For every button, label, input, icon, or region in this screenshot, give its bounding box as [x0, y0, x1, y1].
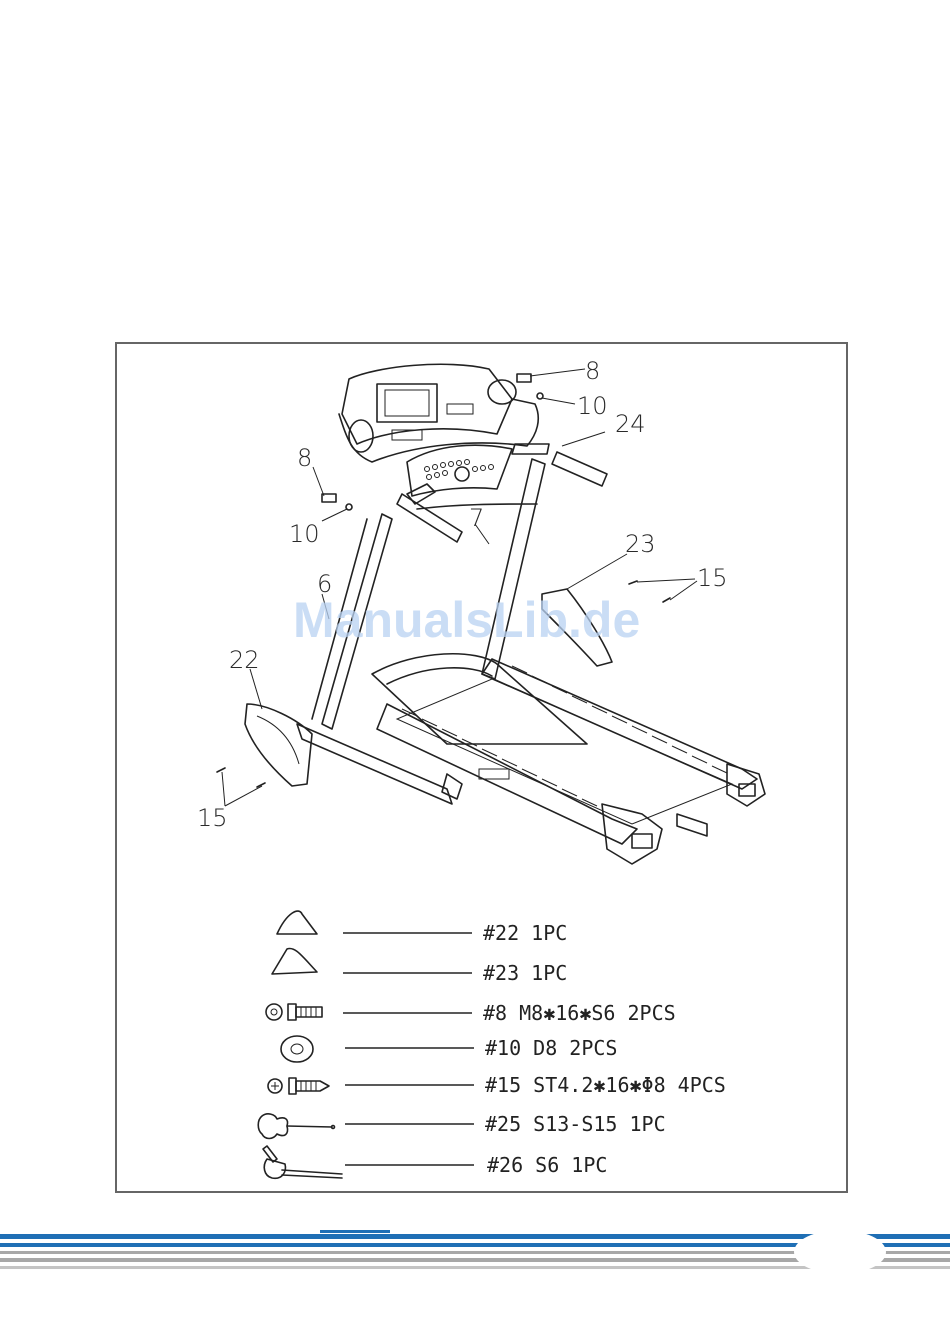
parts-list: #22 1PC #23 1PC #8 M8✱16✱S6 2PCS	[258, 911, 726, 1178]
callout-15-left: 15	[197, 804, 228, 832]
callout-8-right: 8	[585, 357, 600, 385]
page-number-badge	[794, 1230, 886, 1274]
parts-list-item: #26 S6 1PC	[263, 1146, 607, 1178]
washer-icon	[281, 1036, 313, 1062]
callout-7: 7	[469, 504, 484, 532]
callout-24: 24	[615, 410, 646, 438]
part-22-label: #22 1PC	[483, 921, 567, 945]
watermark: ManualsLib.de	[293, 592, 640, 648]
deck-drawing	[297, 654, 765, 864]
diagram-frame: 8 10 24 8 10 7 23 15 6 22 15 ManualsLib.…	[115, 342, 848, 1193]
exploded-assembly-diagram: 8 10 24 8 10 7 23 15 6 22 15 ManualsLib.…	[117, 344, 846, 1191]
part-23-label: #23 1PC	[483, 961, 567, 985]
callout-10-left: 10	[289, 520, 320, 548]
part-8-label: #8 M8✱16✱S6 2PCS	[483, 1001, 676, 1025]
allen-key-icon	[263, 1146, 342, 1178]
parts-list-item: #25 S13-S15 1PC	[258, 1112, 665, 1139]
parts-list-item: #8 M8✱16✱S6 2PCS	[266, 1001, 676, 1025]
part-25-label: #25 S13-S15 1PC	[485, 1112, 666, 1136]
part-15-label: #15 ST4.2✱16✱Φ8 4PCS	[485, 1073, 726, 1097]
left-rail-slats	[402, 709, 597, 806]
end-cap-right-icon	[272, 948, 317, 974]
end-cap-22-drawing	[245, 704, 312, 786]
callout-22: 22	[229, 646, 260, 674]
parts-list-item: #22 1PC	[277, 911, 567, 945]
screw-icon	[268, 1078, 329, 1094]
parts-list-item: #15 ST4.2✱16✱Φ8 4PCS	[268, 1073, 726, 1097]
parts-list-item: #10 D8 2PCS	[281, 1036, 617, 1062]
footer-stripes	[0, 1228, 950, 1284]
end-cap-left-icon	[277, 911, 317, 934]
part-26-label: #26 S6 1PC	[487, 1153, 607, 1177]
wrench-icon	[258, 1114, 334, 1139]
callout-10-right: 10	[577, 392, 608, 420]
callout-15-right: 15	[697, 564, 728, 592]
callout-8-left: 8	[297, 444, 312, 472]
right-rail-slats	[512, 666, 727, 773]
callout-23: 23	[625, 530, 656, 558]
bolt-washer-icon	[266, 1004, 322, 1020]
parts-list-item: #23 1PC	[272, 948, 567, 985]
hardware-drawing	[217, 374, 670, 787]
part-10-label: #10 D8 2PCS	[485, 1036, 617, 1060]
